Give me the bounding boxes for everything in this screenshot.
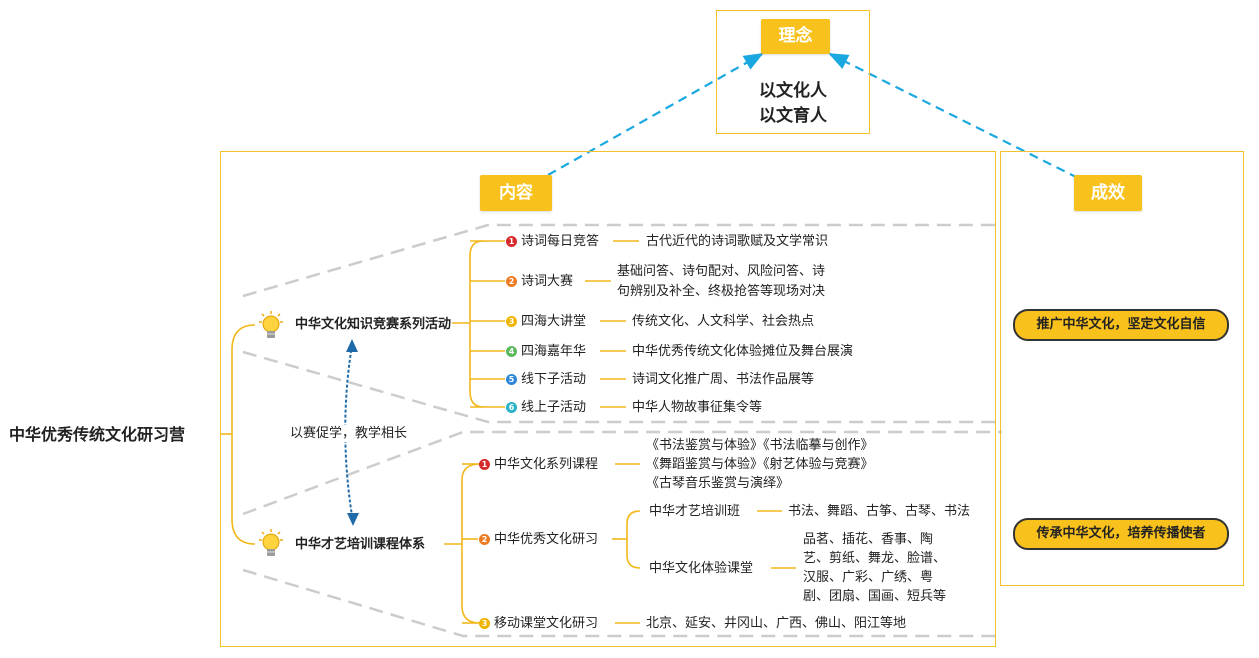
branch1-item-desc: 句辨别及补全、终极抢答等现场对决 [617, 284, 826, 299]
concept-box [716, 10, 870, 134]
branch2-subitem-desc: 书法、舞蹈、古筝、古琴、书法 [788, 504, 971, 519]
branch2-subitem-desc: 剧、团扇、国画、短兵等 [803, 589, 947, 604]
branch1-item-label: 线上子活动 [521, 400, 587, 415]
branch2-subitem-desc: 汉服、广彩、广绣、粤 [803, 570, 934, 585]
item-number-badge: 6 [506, 402, 517, 413]
lightbulb-icon [259, 311, 283, 338]
relation-arrowhead-top [346, 339, 358, 352]
branch2-item-desc: 北京、延安、井冈山、广西、佛山、阳江等地 [646, 616, 907, 631]
result-pill-1: 推广中华文化，坚定文化自信 [1013, 309, 1229, 341]
branch1-item-label: 四海嘉年华 [521, 344, 587, 359]
relation-double-arrow [344, 344, 354, 523]
results-tag: 成效 [1074, 175, 1142, 211]
branch2-item-label: 移动课堂文化研习 [494, 616, 599, 631]
desc-connectors [585, 240, 796, 624]
results-to-concept-arrow [828, 53, 1079, 179]
content-frame [220, 151, 996, 647]
zoom-lines [242, 223, 1002, 638]
branch1-item-label: 诗词大赛 [521, 274, 574, 289]
concept-line-2: 以文育人 [759, 106, 827, 126]
branch2-subitem-label: 中华文化体验课堂 [649, 561, 754, 576]
branch2-item-label: 中华文化系列课程 [494, 457, 599, 472]
relation-arrowhead-bottom [347, 513, 359, 526]
branch2-title: 中华才艺培训课程体系 [295, 537, 426, 552]
item-number-badge: 4 [506, 346, 517, 357]
results-frame [1000, 151, 1244, 586]
item-number-badge: 2 [506, 276, 517, 287]
branch1-item-desc: 中华人物故事征集令等 [632, 400, 763, 415]
relation-label: 以赛促学，教学相长 [288, 425, 410, 442]
item-number-badge: 1 [506, 236, 517, 247]
root-title: 中华优秀传统文化研习营 [9, 425, 186, 444]
item-number-badge: 2 [479, 534, 490, 545]
branch1-title: 中华文化知识竞赛系列活动 [295, 317, 452, 332]
branch2-subitem-label: 中华才艺培训班 [649, 504, 741, 519]
branch1-item-label: 线下子活动 [521, 372, 587, 387]
result-pill-2: 传承中华文化，培养传播使者 [1013, 518, 1229, 550]
branch1-item-desc: 基础问答、诗句配对、风险问答、诗 [617, 264, 826, 279]
content-tag: 内容 [480, 175, 552, 211]
branch1-item-desc: 传统文化、人文科学、社会热点 [632, 314, 815, 329]
branch2-item-desc: 《舞蹈鉴赏与体验》《射艺体验与竞赛》 [646, 457, 874, 472]
item-number-badge: 3 [506, 316, 517, 327]
concept-tag: 理念 [761, 19, 830, 54]
branch1-item-desc: 中华优秀传统文化体验摊位及舞台展演 [632, 344, 854, 359]
concept-line-1: 以文化人 [759, 81, 827, 101]
branch2-item-label: 中华优秀文化研习 [494, 532, 599, 547]
branch2-item-desc: 《书法鉴赏与体验》《书法临摹与创作》 [646, 438, 874, 453]
branch2-subitem-desc: 品茗、插花、香事、陶 [803, 532, 934, 547]
branch2-subitem-desc: 艺、剪纸、舞龙、脸谱、 [803, 551, 947, 566]
branch1-item-label: 诗词每日竞答 [521, 234, 600, 249]
branch1-item-desc: 诗词文化推广周、书法作品展等 [632, 372, 815, 387]
content-to-concept-arrow [547, 53, 764, 176]
lightbulb-icon [259, 529, 283, 556]
branch1-item-label: 四海大讲堂 [521, 314, 587, 329]
branch1-item-desc: 古代近代的诗词歌赋及文学常识 [646, 234, 829, 249]
item-number-badge: 1 [479, 459, 490, 470]
root-brace [221, 240, 641, 624]
branch2-item-desc: 《古琴音乐鉴赏与演绎》 [646, 476, 790, 491]
item-number-badge: 3 [479, 618, 490, 629]
item-number-badge: 5 [506, 374, 517, 385]
